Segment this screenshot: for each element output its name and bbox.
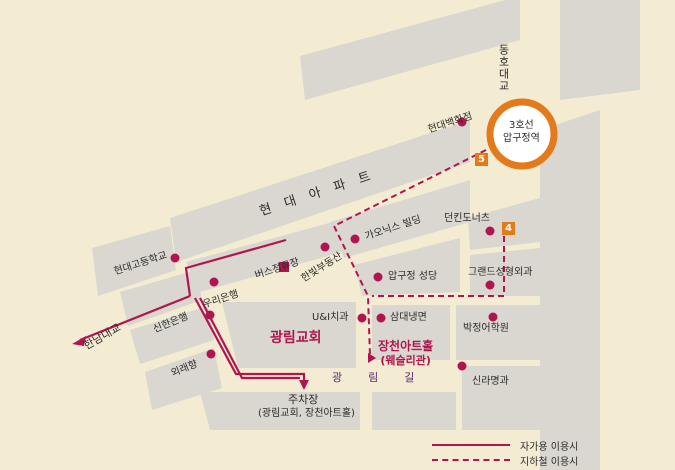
label-grand: 그랜드성형외과 bbox=[468, 267, 533, 278]
road-dongho: 동호대교 bbox=[497, 44, 510, 92]
arrow-arthall bbox=[368, 353, 376, 363]
marker-park bbox=[488, 312, 498, 322]
marker-galleria bbox=[350, 234, 360, 244]
marker-oerae bbox=[206, 349, 216, 359]
block-park bbox=[456, 305, 540, 360]
poi-markers bbox=[170, 117, 498, 371]
road-gwangrim: 광림길 bbox=[332, 371, 441, 384]
marker-samdae bbox=[376, 313, 386, 323]
car-route bbox=[79, 238, 306, 380]
block-north-strip bbox=[300, 0, 520, 100]
marker-grand bbox=[485, 280, 495, 290]
arrow-hannam bbox=[72, 336, 86, 346]
subway-route bbox=[332, 149, 505, 357]
station-marker bbox=[486, 98, 558, 170]
marker-shinhan bbox=[205, 310, 215, 320]
marker-hyundai-high bbox=[170, 253, 180, 263]
marker-dunkin bbox=[485, 226, 495, 236]
legend-car-line bbox=[432, 444, 510, 446]
city-blocks bbox=[92, 0, 640, 470]
label-samdae: 삼대냉면 bbox=[390, 312, 427, 323]
block-hyundai-high bbox=[92, 226, 176, 296]
label-parking-sub: (광림교회, 장천아트홀) bbox=[258, 408, 355, 419]
marker-woori bbox=[209, 277, 219, 287]
label-park: 박정어학원 bbox=[463, 323, 509, 334]
block-apgu-church bbox=[354, 238, 460, 296]
block-samdae bbox=[372, 305, 450, 360]
block-galleria bbox=[330, 180, 470, 258]
legend-car-text: 자가용 이용시 bbox=[520, 442, 579, 453]
block-oerae bbox=[145, 348, 222, 410]
legend-subway-text: 지하철 이용시 bbox=[520, 457, 579, 468]
art-hall-sub: (웨슬리관) bbox=[380, 354, 431, 368]
exit-4: 4 bbox=[502, 222, 515, 235]
marker-apgu-church bbox=[373, 272, 383, 282]
station-line: 3호선 bbox=[509, 120, 534, 131]
block-right-strip bbox=[540, 110, 600, 470]
block-bottom-left bbox=[200, 392, 360, 430]
block-bus bbox=[186, 220, 342, 292]
block-woori bbox=[120, 270, 202, 326]
arrow-parking bbox=[299, 380, 309, 390]
block-church bbox=[222, 302, 356, 368]
marker-uni bbox=[357, 313, 367, 323]
marker-hanbit bbox=[320, 242, 330, 252]
label-uni: U&I치과 bbox=[312, 312, 349, 323]
marker-silla bbox=[457, 361, 467, 371]
label-art-hall: 장천아트홀 (웨슬리관) bbox=[378, 338, 433, 369]
label-parking: 주차장 bbox=[288, 393, 319, 406]
block-shinhan bbox=[130, 306, 214, 364]
bus-stop-icon bbox=[279, 262, 289, 272]
block-silla bbox=[462, 366, 540, 430]
block-bottom-mid bbox=[372, 392, 456, 430]
label-gwangrim-church: 광림교회 bbox=[270, 330, 322, 346]
block-apartments bbox=[170, 120, 470, 262]
art-hall-name: 장천아트홀 bbox=[378, 339, 434, 353]
block-top-right bbox=[560, 0, 640, 100]
label-silla: 신라명과 bbox=[472, 376, 509, 387]
exit-5: 5 bbox=[475, 153, 488, 166]
marker-hyundai-dept bbox=[457, 117, 467, 127]
label-apgu-church: 압구정 성당 bbox=[388, 271, 438, 282]
label-dunkin: 던킨도너츠 bbox=[444, 213, 490, 224]
station-name: 압구정역 bbox=[503, 133, 540, 144]
legend-subway-line bbox=[432, 459, 510, 461]
